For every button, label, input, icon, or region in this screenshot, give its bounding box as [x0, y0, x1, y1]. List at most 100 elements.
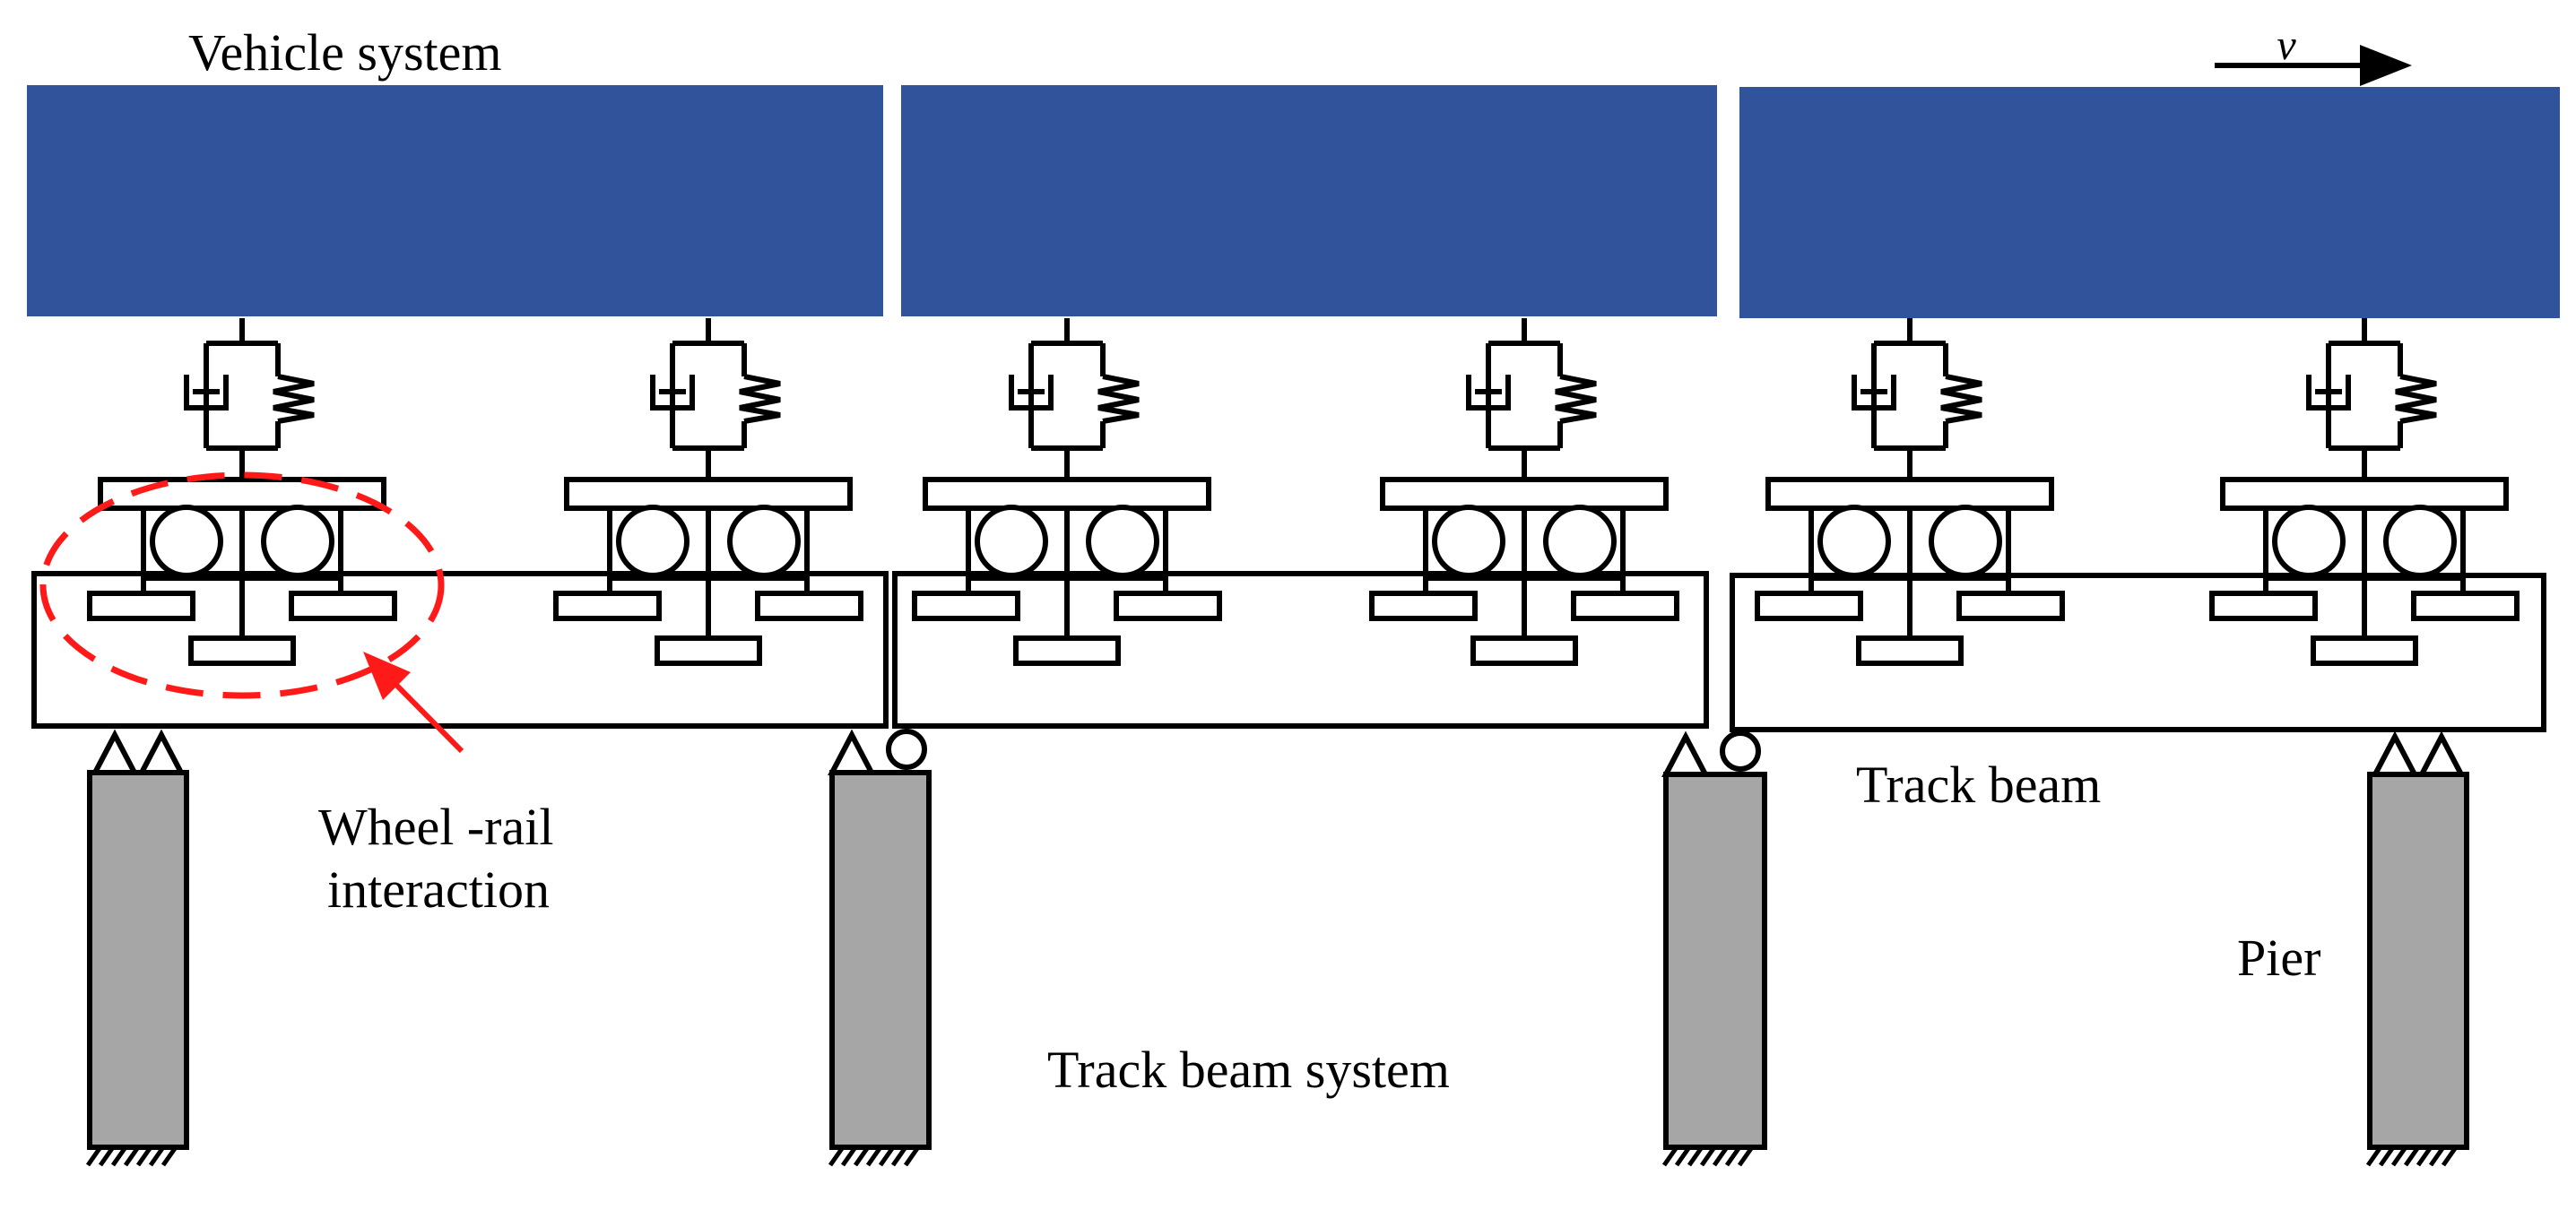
guide-wheel-left — [2209, 591, 2318, 621]
pier-label: Pier — [2237, 929, 2320, 987]
ground-hatch — [828, 1145, 846, 1167]
track-beam-2 — [892, 571, 1709, 729]
highlight-arrow-shaft — [383, 671, 464, 754]
velocity-label: v — [2277, 22, 2296, 69]
suspension-spring — [1940, 374, 1982, 424]
suspension-spring — [2395, 374, 2437, 424]
vehicle-system-label: Vehicle system — [188, 23, 502, 82]
ground-hatch — [853, 1145, 871, 1167]
pier-group — [85, 729, 2469, 1167]
guide-wheel-right — [755, 591, 863, 621]
pin-support-right — [2417, 730, 2466, 777]
pin-support-left — [91, 729, 139, 775]
guide-wheel-right — [1956, 591, 2065, 621]
running-wheel-right — [727, 505, 801, 578]
pier-4 — [2365, 730, 2469, 1167]
stabilizing-wheel — [2311, 635, 2418, 666]
wheel-rail-label-line2: interaction — [327, 860, 550, 919]
ground-hatch — [2390, 1145, 2408, 1167]
pier-2 — [828, 729, 932, 1167]
guide-wheel-left — [912, 591, 1020, 621]
bogie-4 — [1369, 318, 1679, 666]
damper-cylinder — [1852, 375, 1896, 411]
ground-hatch — [903, 1145, 921, 1167]
ground-hatch — [2441, 1145, 2459, 1167]
bogie-frame — [98, 477, 386, 511]
pier-column — [829, 770, 932, 1150]
car-body-3 — [1739, 87, 2560, 318]
running-wheel-right — [1086, 505, 1159, 578]
ground-hatch — [110, 1145, 128, 1167]
bogie-frame — [2220, 477, 2509, 511]
ground-hatch — [2428, 1145, 2446, 1167]
pin-support — [828, 729, 876, 775]
suspension-spring — [1555, 374, 1597, 424]
pin-support — [1661, 730, 1710, 777]
damper-cylinder — [1466, 375, 1511, 411]
ground-hatch — [85, 1145, 103, 1167]
roller-support — [1720, 730, 1761, 772]
ground-hatch — [1687, 1145, 1704, 1167]
damper-cylinder — [184, 375, 229, 411]
running-wheel-right — [1929, 505, 2002, 578]
velocity-arrow: v — [2215, 22, 2412, 86]
ground-hatch — [1724, 1145, 1742, 1167]
guide-wheel-right — [2411, 591, 2520, 621]
ground-hatch — [1674, 1145, 1692, 1167]
wheel-rail-label-line1: Wheel -rail — [318, 798, 553, 856]
pin-support-left — [2371, 730, 2419, 777]
suspension-spring — [1097, 374, 1140, 424]
stabilizing-wheel — [655, 635, 762, 666]
pin-support-right — [137, 729, 186, 775]
damper-cylinder — [2306, 375, 2351, 411]
highlight-ellipse — [39, 471, 445, 699]
car-body-1 — [27, 85, 883, 316]
running-wheel-right — [2383, 505, 2457, 578]
ground-hatch — [878, 1145, 896, 1167]
pier-column — [2367, 772, 2469, 1150]
ground-hatch — [2416, 1145, 2433, 1167]
guide-wheel-left — [553, 591, 662, 621]
bogie-frame — [1765, 477, 2054, 511]
car-bodies — [27, 85, 2560, 318]
bogie-1 — [87, 318, 397, 666]
bogie-frame — [564, 477, 853, 511]
ground-hatch — [148, 1145, 166, 1167]
pier-column — [1663, 772, 1767, 1150]
ground-hatch — [2403, 1145, 2421, 1167]
ground-hatch — [1712, 1145, 1730, 1167]
guide-wheel-right — [1571, 591, 1679, 621]
ground-hatch — [865, 1145, 883, 1167]
highlight-arrow-head — [363, 652, 411, 700]
ground-hatch — [135, 1145, 153, 1167]
bogie-frame — [923, 477, 1211, 511]
ground-hatch — [890, 1145, 908, 1167]
ground-hatch — [1699, 1145, 1717, 1167]
bogie-5 — [1755, 318, 2065, 666]
pier-3 — [1661, 730, 1767, 1167]
running-wheel-left — [2272, 505, 2346, 578]
ground-hatch — [123, 1145, 141, 1167]
track-beam-system-label: Track beam system — [1047, 1041, 1450, 1099]
ground-hatch — [160, 1145, 178, 1167]
car-body-2 — [901, 85, 1717, 316]
roller-support — [886, 729, 927, 770]
wheel-rail-highlight — [39, 471, 464, 754]
stabilizing-wheel — [1013, 635, 1121, 666]
running-wheel-left — [975, 505, 1048, 578]
ground-hatch — [2378, 1145, 2396, 1167]
ground-hatch — [840, 1145, 858, 1167]
stabilizing-wheel — [1470, 635, 1578, 666]
stabilizing-wheel — [1856, 635, 1964, 666]
bogie-group — [87, 318, 2520, 666]
bogie-3 — [912, 318, 1222, 666]
suspension-spring — [739, 374, 781, 424]
ground-hatch — [1661, 1145, 1679, 1167]
pier-column — [87, 770, 189, 1150]
running-wheel-left — [150, 505, 223, 578]
running-wheel-left — [1817, 505, 1891, 578]
guide-wheel-right — [1114, 591, 1222, 621]
running-wheel-right — [261, 505, 334, 578]
